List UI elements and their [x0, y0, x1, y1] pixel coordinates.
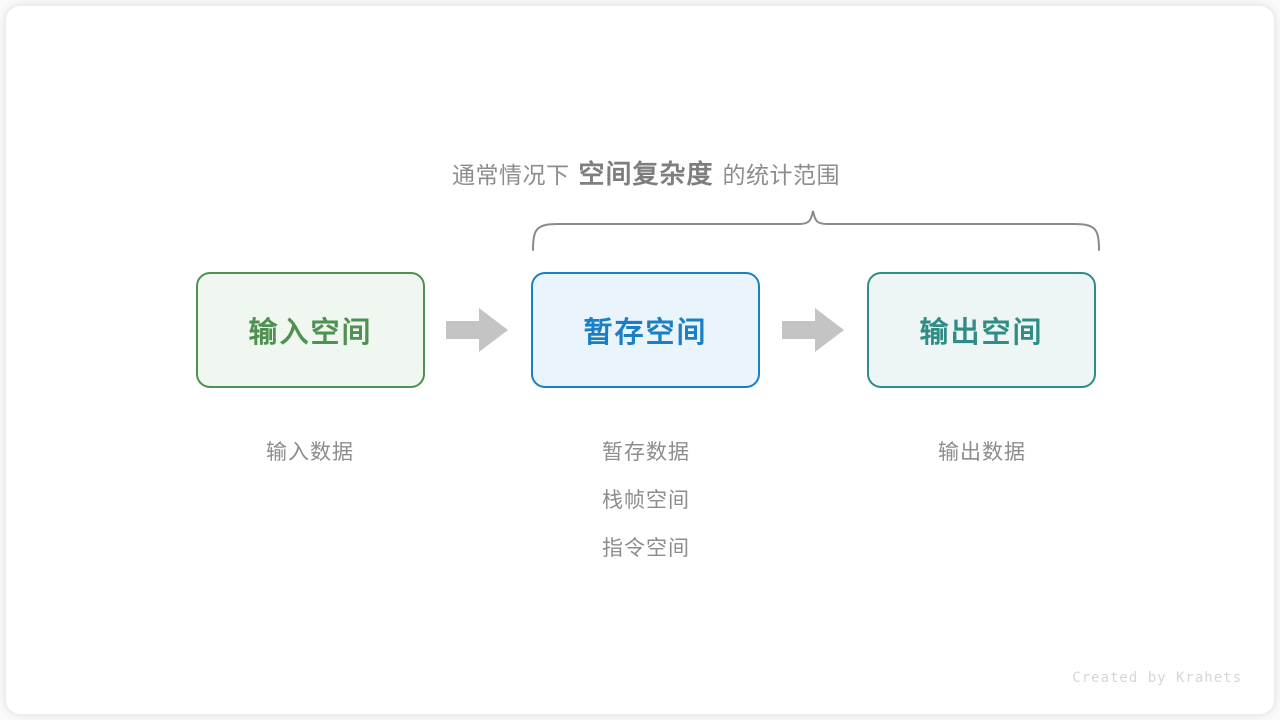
caption-prefix: 通常情况下: [451, 162, 570, 188]
box-temp-space-label: 暂存空间: [583, 317, 708, 349]
box-input-space-label: 输入空间: [248, 317, 373, 349]
caption-output-data: 输出数据: [832, 429, 1132, 477]
caption-line: 输出数据: [938, 441, 1026, 464]
box-output-space-label: 输出空间: [919, 317, 1044, 349]
caption-input-data: 输入数据: [160, 429, 460, 477]
arrow-right-icon: [446, 308, 508, 352]
caption-line: 指令空间: [602, 537, 690, 560]
caption-temp-data: 暂存数据 栈帧空间 指令空间: [496, 429, 796, 573]
caption-line: 暂存数据: [602, 441, 690, 464]
arrow-right-icon: [782, 308, 844, 352]
caption-suffix: 的统计范围: [722, 162, 840, 188]
caption-line: 输入数据: [266, 441, 354, 464]
slide-card: 通常情况下空间复杂度的统计范围 输入空间 暂存空间 输出空间 输入数据 暂存数据: [6, 6, 1274, 714]
box-input-space[interactable]: 输入空间: [196, 272, 425, 388]
box-output-space[interactable]: 输出空间: [867, 272, 1096, 388]
caption-strong-term: 空间复杂度: [578, 159, 714, 189]
box-temp-space[interactable]: 暂存空间: [531, 272, 760, 388]
curly-brace: [532, 210, 1100, 251]
watermark: Created by Krahets: [1072, 670, 1242, 686]
caption-line: 栈帧空间: [602, 489, 690, 512]
brace-caption: 通常情况下空间复杂度的统计范围: [6, 154, 1280, 191]
